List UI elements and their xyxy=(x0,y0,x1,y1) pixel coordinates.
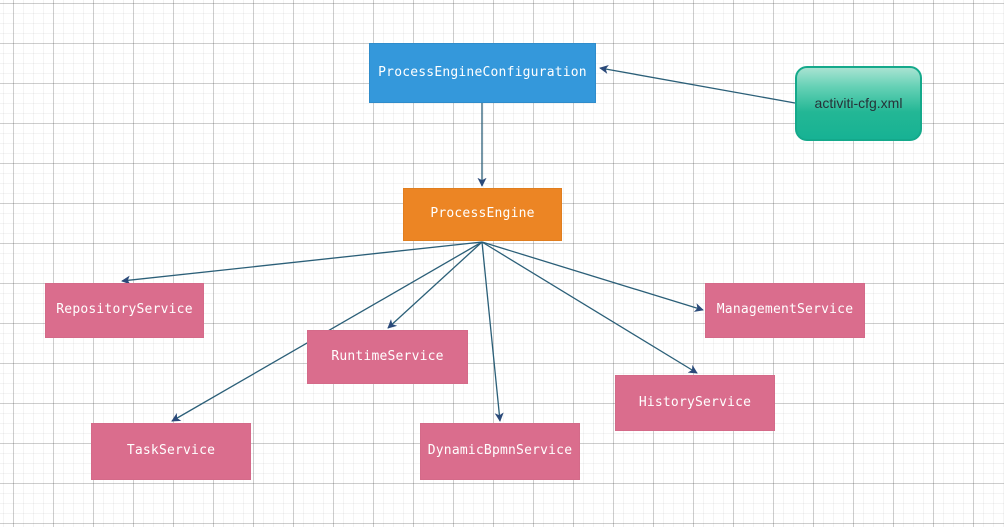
node-label: ManagementService xyxy=(716,302,854,318)
node-runtime-service[interactable]: RuntimeService xyxy=(307,330,468,384)
node-history-service[interactable]: HistoryService xyxy=(615,375,775,431)
edge-engine-to-management xyxy=(481,241,704,312)
node-label: ProcessEngine xyxy=(430,206,535,222)
node-label: DynamicBpmnService xyxy=(427,443,573,459)
node-label: ProcessEngineConfiguration xyxy=(378,64,587,80)
node-dynamic-bpmn-service[interactable]: DynamicBpmnService xyxy=(420,423,580,480)
node-task-service[interactable]: TaskService xyxy=(91,423,251,480)
edge-cfgxml-to-config xyxy=(599,64,796,104)
node-label: HistoryService xyxy=(638,394,752,410)
node-label: TaskService xyxy=(126,443,216,459)
node-activiti-cfg-xml[interactable]: activiti-cfg.xml xyxy=(795,66,922,141)
edge-engine-to-repository xyxy=(121,241,483,285)
edge-engine-to-history xyxy=(481,241,698,374)
node-process-engine-configuration[interactable]: ProcessEngineConfiguration xyxy=(369,43,596,103)
node-repository-service[interactable]: RepositoryService xyxy=(45,283,204,338)
node-label: RepositoryService xyxy=(56,302,193,318)
node-label: RuntimeService xyxy=(331,348,444,364)
node-management-service[interactable]: ManagementService xyxy=(705,283,865,338)
node-label: activiti-cfg.xml xyxy=(814,94,903,111)
edge-engine-to-runtime xyxy=(387,241,483,329)
node-process-engine[interactable]: ProcessEngine xyxy=(403,188,562,241)
edge-engine-to-dynamicbpmn xyxy=(481,241,504,422)
